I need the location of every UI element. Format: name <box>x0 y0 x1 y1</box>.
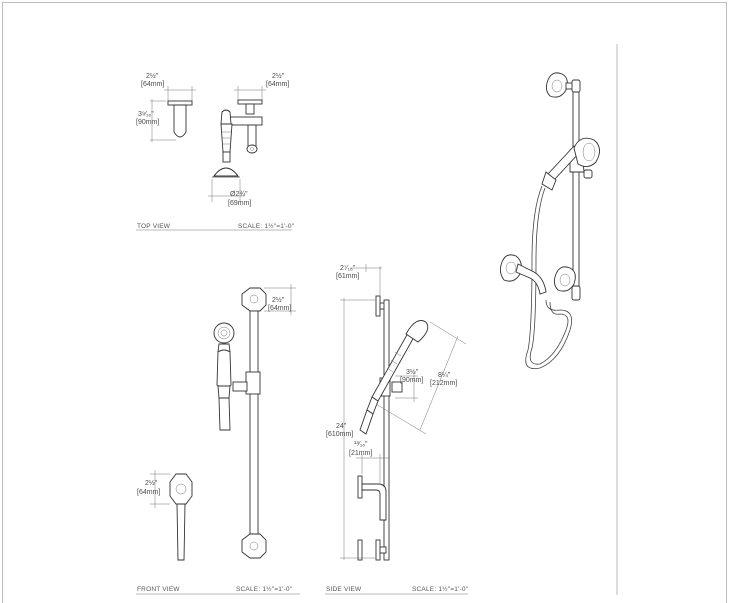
top-view-slide-bar <box>208 86 266 202</box>
front-flange-dim: 2½" <box>272 296 285 304</box>
side-bar-length-mm: [610mm] <box>326 431 353 438</box>
side-handle-proj-mm: [90mm] <box>400 377 423 384</box>
top-depth-mm: [90mm] <box>136 119 159 126</box>
front-view: 2½" [64mm] 2½" [64mm] FRONT VIEW SCALE: … <box>136 284 300 595</box>
side-offset-mm: [61mm] <box>336 273 359 280</box>
front-view-wall-elbow <box>150 470 193 561</box>
top-head-dia-mm: [69mm] <box>228 200 251 207</box>
top-right-width-dim: 2½" <box>272 72 285 80</box>
side-elbow-gap-mm: [21mm] <box>349 450 372 457</box>
front-view-hand-shower <box>213 322 235 431</box>
top-view-wall-elbow <box>150 86 196 142</box>
top-view-caption: TOP VIEW <box>137 223 171 230</box>
side-view-second-bracket <box>357 539 363 561</box>
top-view-scale: SCALE: 1½"=1'-0" <box>238 222 295 230</box>
side-view-scale: SCALE: 1½"=1'-0" <box>412 585 469 593</box>
side-bar-length-dim: 24" <box>336 423 347 430</box>
front-flange-mm: [64mm] <box>268 305 291 312</box>
side-view-wall-elbow <box>357 475 387 521</box>
top-left-width-dim: 2½" <box>146 72 159 80</box>
side-view-slide-bar <box>359 295 429 561</box>
front-elbow-mm: [64mm] <box>137 489 160 496</box>
front-view-slide-bar <box>232 284 296 559</box>
top-head-dia-dim: Ø2¾" <box>230 191 248 198</box>
isometric-view <box>499 44 618 595</box>
front-view-scale: SCALE: 1½"=1'-0" <box>236 585 293 593</box>
side-view-caption: SIDE VIEW <box>326 586 362 593</box>
top-depth-dim: 3⁹⁄₁₆" <box>138 111 154 118</box>
side-elbow-gap-dim: ¹³⁄₁₆" <box>354 441 368 448</box>
side-spray-len-dim: 8¼" <box>438 372 451 379</box>
side-spray-len-mm: [212mm] <box>430 380 457 387</box>
front-elbow-dim: 2½" <box>145 479 158 487</box>
top-left-width-mm: [64mm] <box>141 81 164 88</box>
top-view: 2½" [64mm] 3⁹⁄₁₆" [90mm] <box>136 72 295 231</box>
front-view-caption: FRONT VIEW <box>137 586 180 593</box>
side-handle-proj-dim: 3½" <box>406 368 419 376</box>
top-right-width-mm: [64mm] <box>266 81 289 88</box>
side-view: 2⁷⁄₁₆" [61mm] 24" [610mm] 3½" [90mm] 8¼"… <box>325 264 469 595</box>
side-offset-dim: 2⁷⁄₁₆" <box>340 265 356 272</box>
